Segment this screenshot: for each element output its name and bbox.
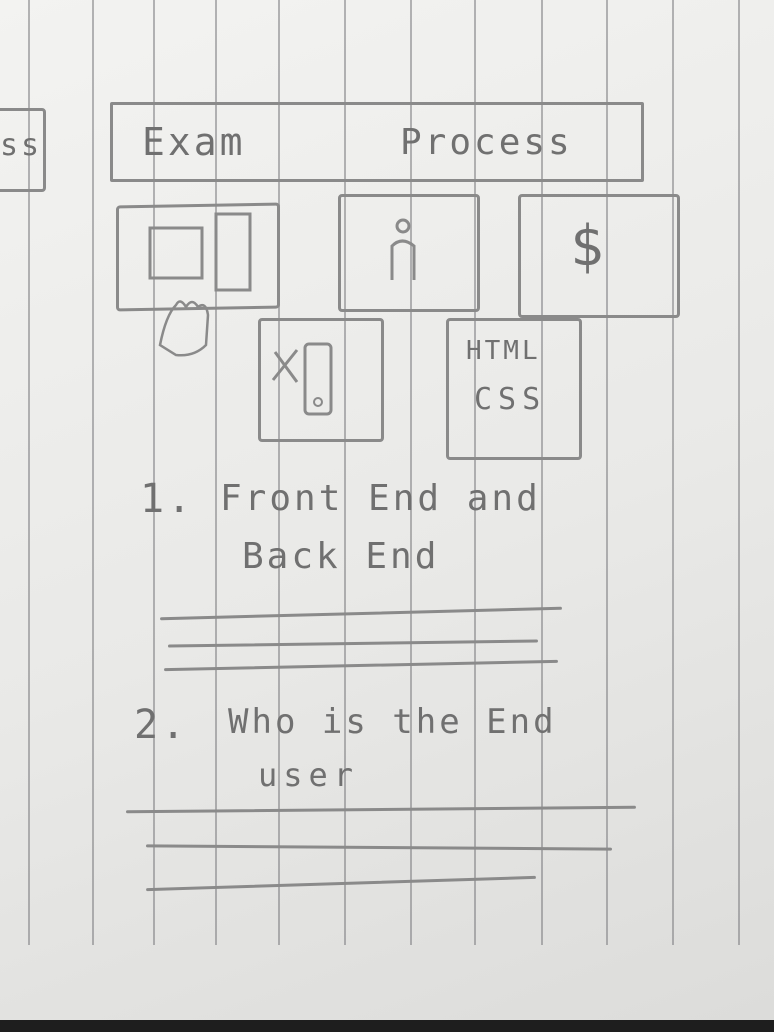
- window-icon: [148, 226, 204, 280]
- list-item-2-number: 2.: [134, 702, 189, 748]
- side-fragment-box: [0, 108, 46, 192]
- hand-cursor-icon: [158, 300, 210, 357]
- ruling-line: [92, 0, 94, 945]
- ruling-line: [541, 0, 543, 945]
- panel-icon: [214, 212, 252, 292]
- list-item-2-line1: Who is the End: [228, 702, 557, 742]
- ruling-line: [410, 0, 412, 945]
- ruling-line: [606, 0, 608, 945]
- ruling-line: [672, 0, 674, 945]
- list-item-1-line2: Back End: [242, 536, 440, 577]
- card-html-css: [446, 318, 582, 460]
- ruling-line: [278, 0, 280, 945]
- person-body-icon: [390, 239, 416, 280]
- ruling-line: [153, 0, 155, 945]
- dollar-icon: $: [570, 214, 607, 279]
- header-left-word: Exam: [142, 120, 246, 164]
- list-item-2-line2: user: [258, 756, 360, 794]
- card-html-text: HTML: [466, 336, 541, 366]
- list-item-1-line1: Front End and: [220, 478, 541, 519]
- ruling-line: [474, 0, 476, 945]
- header-bar: [110, 102, 644, 182]
- ruling-line: [738, 0, 740, 945]
- card-css-text: CSS: [474, 382, 547, 417]
- person-head-icon: [395, 218, 411, 234]
- header-right-word: Process: [400, 122, 573, 163]
- ruling-line: [215, 0, 217, 945]
- tools-icon: [271, 349, 299, 383]
- server-icon: [303, 342, 333, 416]
- ruling-line: [28, 0, 30, 945]
- list-item-1-number: 1.: [140, 476, 195, 522]
- table-surface: [0, 1020, 774, 1032]
- card-tools: [258, 318, 384, 442]
- card-payment: [518, 194, 680, 318]
- server-light-icon: [313, 397, 323, 407]
- ruling-line: [344, 0, 346, 945]
- card-user: [338, 194, 480, 312]
- side-fragment-text: ss: [0, 128, 43, 163]
